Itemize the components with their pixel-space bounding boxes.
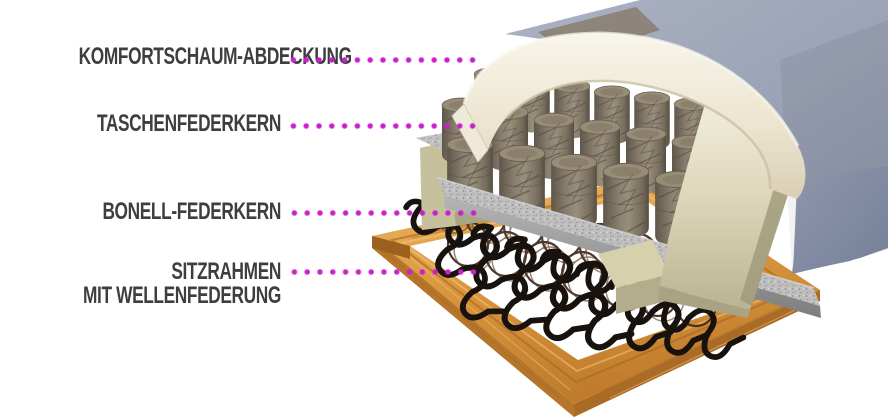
- label-bonell-federkern: BONELL-FEDERKERN: [102, 198, 281, 225]
- label-sitzrahmen-line1: SITZRAHMEN: [171, 258, 281, 285]
- foam-side-block-right: [598, 240, 750, 318]
- leader-dots-komfortschaum: [287, 56, 479, 64]
- label-sitzrahmen: SITZRAHMEN MIT WELLENFEDERUNG: [79, 260, 281, 308]
- leader-dots-bonell-federkern: [288, 209, 480, 217]
- leader-dots-taschenfederkern: [287, 122, 479, 130]
- label-komfortschaum-abdeckung: KOMFORTSCHAUM-ABDECKUNG: [78, 43, 352, 70]
- fabric-drape: [792, 166, 888, 274]
- comfort-foam-layer: [451, 31, 806, 310]
- leader-dots-sitzrahmen: [288, 268, 480, 276]
- label-sitzrahmen-line2: MIT WELLENFEDERUNG: [83, 282, 281, 309]
- label-taschenfederkern: TASCHENFEDERKERN: [96, 110, 282, 137]
